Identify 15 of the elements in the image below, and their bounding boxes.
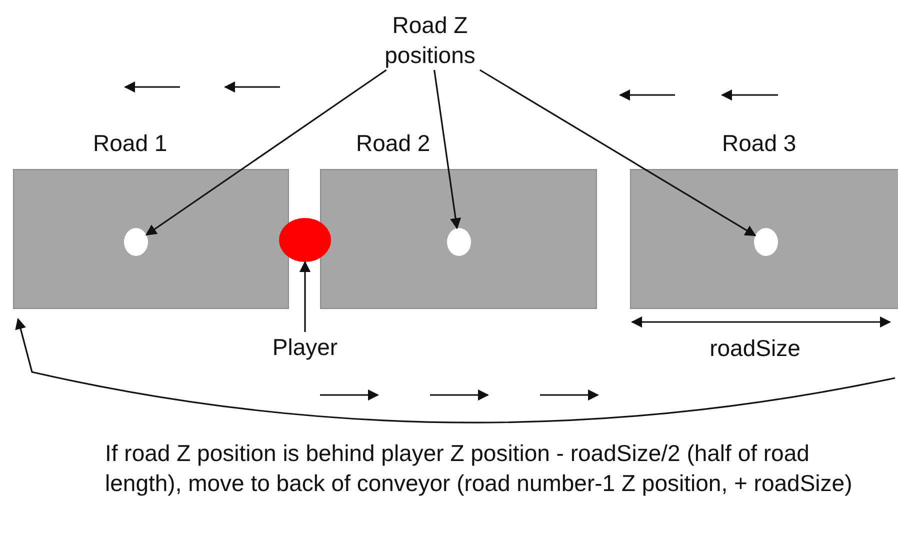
arrow <box>145 69 387 236</box>
arrow <box>299 260 311 332</box>
road-label: Road 3 <box>722 129 796 158</box>
callout-text: Road Z positions <box>350 10 510 70</box>
arrow <box>434 70 462 230</box>
road-label: Road 1 <box>93 129 168 158</box>
position-marker <box>124 228 148 256</box>
position-marker <box>447 228 471 256</box>
curved-arrow <box>15 318 896 424</box>
dimension-label: roadSize <box>708 334 802 363</box>
arrow <box>479 69 756 236</box>
position-marker <box>754 228 778 256</box>
note-text: If road Z position is behind player Z position - roadSize/2 (half of road length), move to back of conveyor (road number-1 Z position, + roadSize) <box>105 439 854 498</box>
callout-text: Player <box>250 332 360 362</box>
road-label: Road 2 <box>356 129 430 158</box>
